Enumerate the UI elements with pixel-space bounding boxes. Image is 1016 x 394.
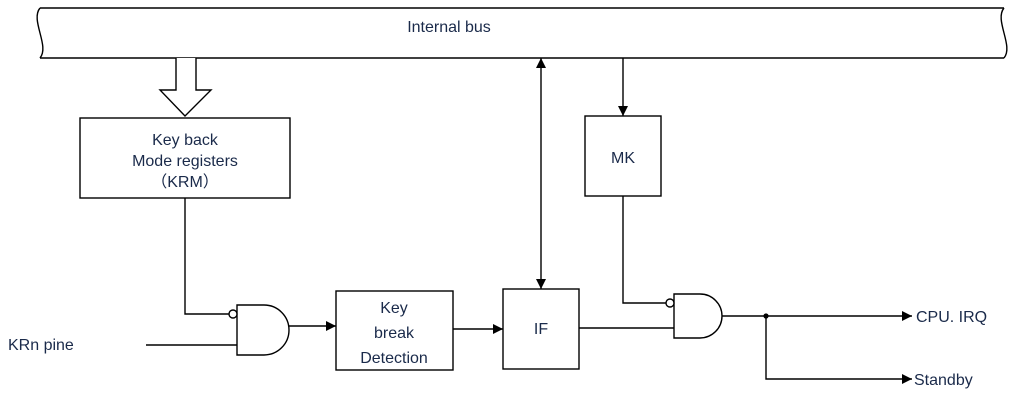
and-gate-2-inverter-bubble: [665, 298, 675, 308]
krm-label-line1: Key back: [152, 132, 219, 149]
standby-label: Standby: [914, 372, 973, 389]
krm-register-box: Key back Mode registers （KRM）: [79, 117, 291, 199]
and-gate-1: [228, 304, 290, 356]
and-gate-2: [665, 293, 723, 339]
internal-bus-label: Internal bus: [407, 19, 491, 36]
krm-to-and-gate-wire: [184, 198, 229, 315]
krm-label-line3: （KRM）: [151, 173, 219, 191]
mk-label: MK: [611, 150, 635, 167]
key-break-line1: Key: [380, 300, 408, 317]
bus-to-krm-arrow: [158, 58, 213, 117]
if-label: IF: [534, 321, 548, 338]
key-break-line3: Detection: [360, 350, 428, 367]
and-gate-1-inverter-bubble: [228, 309, 238, 319]
mk-to-and2-wire: [622, 196, 666, 304]
krn-pine-label: KRn pine: [8, 337, 74, 354]
key-break-line2: break: [374, 325, 415, 342]
krm-label-line2: Mode registers: [132, 153, 238, 170]
if-box: IF: [502, 288, 580, 370]
mk-box: MK: [584, 115, 662, 197]
cpu-irq-label: CPU. IRQ: [916, 309, 987, 326]
key-break-detection-box: Key break Detection: [335, 290, 454, 371]
standby-branch-arrow: [765, 316, 912, 384]
internal-bus: Internal bus: [36, 7, 1008, 59]
